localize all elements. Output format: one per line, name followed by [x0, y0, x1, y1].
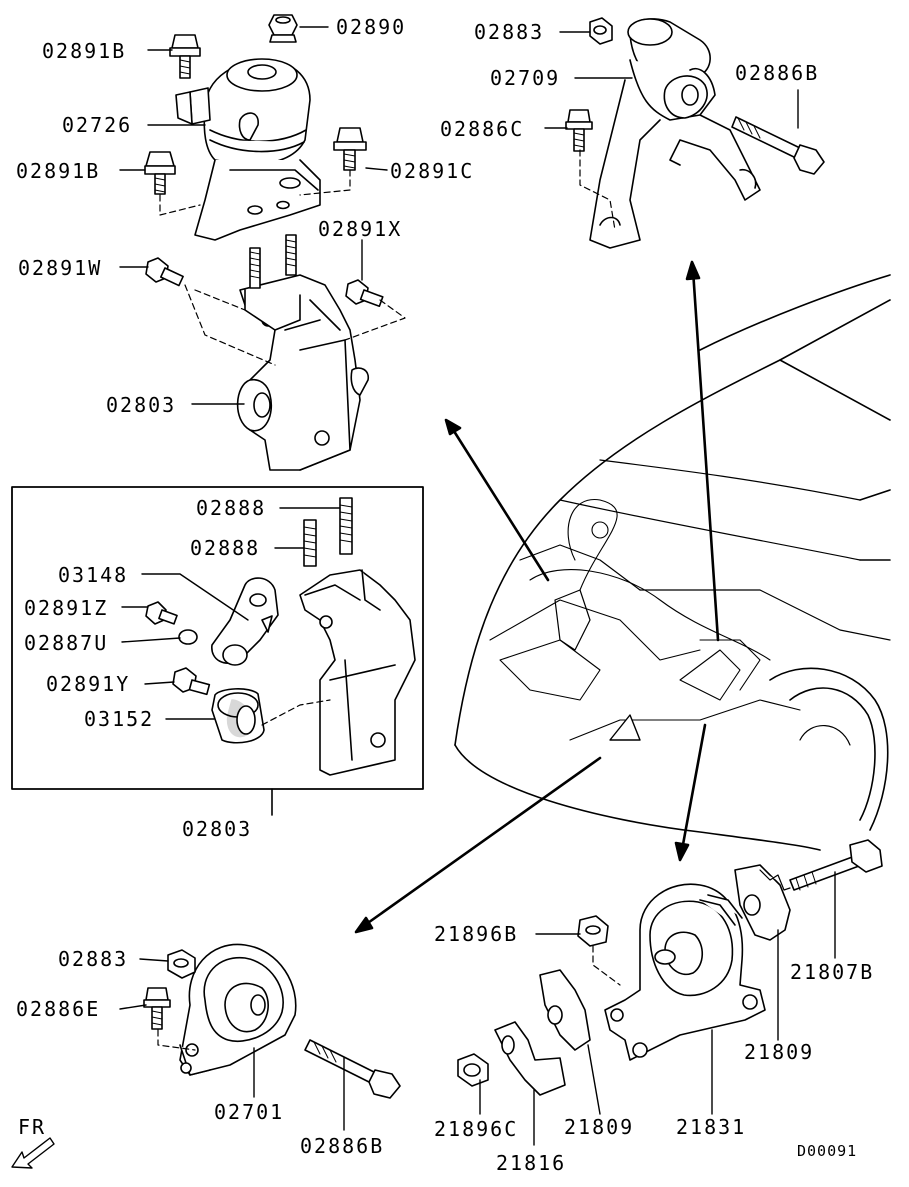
washer-02887U	[178, 629, 198, 645]
part-label-21816: 21816	[496, 1151, 567, 1175]
detail-box-02803	[11, 486, 424, 790]
part-label-02886B-bot: 02886B	[300, 1134, 385, 1158]
nut-02883-bot	[167, 949, 196, 979]
part-label-03152: 03152	[84, 707, 155, 731]
part-label-21809-right: 21809	[744, 1040, 815, 1064]
fr-label: FR	[18, 1115, 47, 1139]
part-label-02891W: 02891W	[18, 256, 103, 280]
bracket-02803	[236, 274, 370, 471]
part-label-02887U: 02887U	[24, 631, 109, 655]
bolt-02891C	[333, 127, 367, 171]
mount-21831	[604, 883, 766, 1061]
part-label-02701: 02701	[214, 1100, 285, 1124]
bolt-02886B-bot	[304, 1039, 401, 1099]
part-label-02709: 02709	[490, 66, 561, 90]
guide-dashes-02726	[159, 169, 351, 216]
stud-bolts-02803	[249, 234, 297, 289]
guide-dashes-02701	[157, 1029, 196, 1051]
bracket-02803-box	[299, 569, 416, 776]
part-label-02890: 02890	[336, 15, 407, 39]
part-label-02886E: 02886E	[16, 997, 101, 1021]
part-label-02891B-mid: 02891B	[16, 159, 101, 183]
bracket-21809-right	[734, 864, 791, 941]
bolt-02891Z	[145, 601, 178, 625]
bolt-21896B	[577, 915, 609, 947]
vehicle-outline	[454, 274, 891, 851]
bracket-21816	[494, 1021, 566, 1096]
nut-02890	[268, 14, 298, 43]
part-label-02726: 02726	[62, 113, 133, 137]
bolt-02891W	[145, 257, 184, 287]
guide-dashes-02709	[579, 149, 616, 231]
bolt-21807B	[789, 839, 883, 891]
bolt-02886E	[143, 987, 171, 1030]
mount-02701	[179, 943, 297, 1076]
part-label-02886C: 02886C	[440, 117, 525, 141]
part-label-21831: 21831	[676, 1115, 747, 1139]
part-label-02891B-top: 02891B	[42, 39, 127, 63]
bolt-02886C	[565, 109, 593, 152]
part-label-02803-top: 02803	[106, 393, 177, 417]
guide-dashes-box	[261, 699, 331, 726]
bracket-21809-mid	[539, 969, 591, 1051]
bracket-03148	[211, 577, 279, 666]
part-label-02891Y: 02891Y	[46, 672, 131, 696]
part-label-02803-box: 02803	[182, 817, 253, 841]
part-label-02886B-top: 02886B	[735, 61, 820, 85]
fr-direction-arrow	[11, 1137, 55, 1169]
part-label-21896C: 21896C	[434, 1117, 519, 1141]
bolt-02891X	[345, 279, 384, 308]
part-label-21809-mid: 21809	[564, 1115, 635, 1139]
bolt-02891B-mid	[144, 151, 176, 195]
studs-02888	[303, 497, 353, 567]
nut-02883-top	[589, 17, 613, 45]
part-label-02891C: 02891C	[390, 159, 475, 183]
part-label-02888-a: 02888	[196, 496, 267, 520]
bushing-03152	[211, 688, 265, 744]
guide-dashes-21831	[592, 945, 621, 986]
part-label-02891X: 02891X	[318, 217, 403, 241]
mount-bracket-02709	[589, 18, 761, 249]
leader-lines	[119, 26, 836, 1146]
diagram-code: D00091	[797, 1142, 858, 1160]
part-label-21807B: 21807B	[790, 960, 875, 984]
part-label-03148: 03148	[58, 563, 129, 587]
part-label-02891Z: 02891Z	[24, 596, 109, 620]
bolt-02886B-top	[731, 116, 825, 175]
direction-arrows	[354, 260, 720, 934]
bolt-02891Y	[172, 667, 211, 696]
bolt-02891B-top	[169, 34, 201, 79]
part-label-21896B: 21896B	[434, 922, 519, 946]
guide-dashes-02803	[184, 284, 406, 366]
engine-mount-02726	[175, 58, 321, 241]
part-label-02883-bot: 02883	[58, 947, 129, 971]
part-label-02883-top: 02883	[474, 20, 545, 44]
part-label-02888-b: 02888	[190, 536, 261, 560]
nut-21896C	[457, 1053, 489, 1087]
